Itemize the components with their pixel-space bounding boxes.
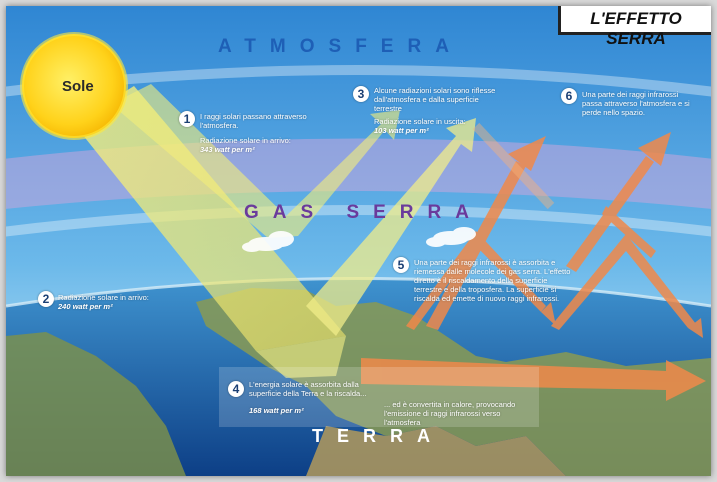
step-4-text-continued: ... ed è convertita in calore, provocand…: [384, 400, 516, 427]
step-4-badge: 4: [228, 381, 244, 397]
africa-land: [306, 426, 566, 476]
step-4-description: L'energia solare è assorbita dalla super…: [249, 380, 367, 398]
diagram-graphics: [6, 6, 711, 476]
incoming-solar-beam: [74, 86, 346, 351]
step-1-description: I raggi solari passano attraverso l'atmo…: [200, 112, 307, 130]
step-1-text: I raggi solari passano attraverso l'atmo…: [200, 112, 320, 154]
title-box: L'EFFETTO SERRA: [558, 6, 711, 48]
step-5-text: Una parte dei raggi infrarossi è assorbi…: [414, 258, 571, 303]
sun: [22, 34, 126, 138]
clouds: [242, 227, 476, 252]
step-1-badge: 1: [179, 111, 195, 127]
step-1-subtitle: Radiazione solare in arrivo:: [200, 136, 291, 145]
step-2-badge: 2: [38, 291, 54, 307]
step-2-description: Radiazione solare in arrivo:: [58, 293, 149, 302]
sun-label: Sole: [62, 78, 94, 95]
step-6-text: Una parte dei raggi infrarossi passa att…: [582, 90, 690, 117]
atmosfera-label: ATMOSFERA: [218, 36, 463, 57]
step-1-value: 343 watt per m²: [200, 145, 255, 154]
reflected-beam-surface: [306, 118, 476, 336]
infrared-arrows: [361, 132, 706, 401]
step-2-text: Radiazione solare in arrivo: 240 watt pe…: [58, 293, 208, 311]
diagram-title: L'EFFETTO SERRA: [590, 9, 682, 48]
terra-label: TERRA: [312, 426, 444, 446]
step-3-badge: 3: [353, 86, 369, 102]
step-3-subtitle: Radiazione solare in uscita:: [374, 117, 466, 126]
step-5-badge: 5: [393, 257, 409, 273]
step-4-text: L'energia solare è assorbita dalla super…: [249, 380, 379, 415]
americas-land: [6, 332, 186, 476]
step-4-value: 168 watt per m²: [249, 406, 304, 415]
step-3-description: Alcune radiazioni solari sono riflesse d…: [374, 86, 496, 113]
step-6-badge: 6: [561, 88, 577, 104]
step-4-panel: [219, 367, 539, 427]
step-3-text: Alcune radiazioni solari sono riflesse d…: [374, 86, 500, 135]
step-2-value: 240 watt per m²: [58, 302, 113, 311]
greenhouse-effect-diagram: L'EFFETTO SERRA Sole ATMOSFERA GAS SERRA…: [6, 6, 711, 476]
step-3-value: 103 watt per m²: [374, 126, 429, 135]
gas-serra-label: GAS SERRA: [244, 202, 483, 223]
